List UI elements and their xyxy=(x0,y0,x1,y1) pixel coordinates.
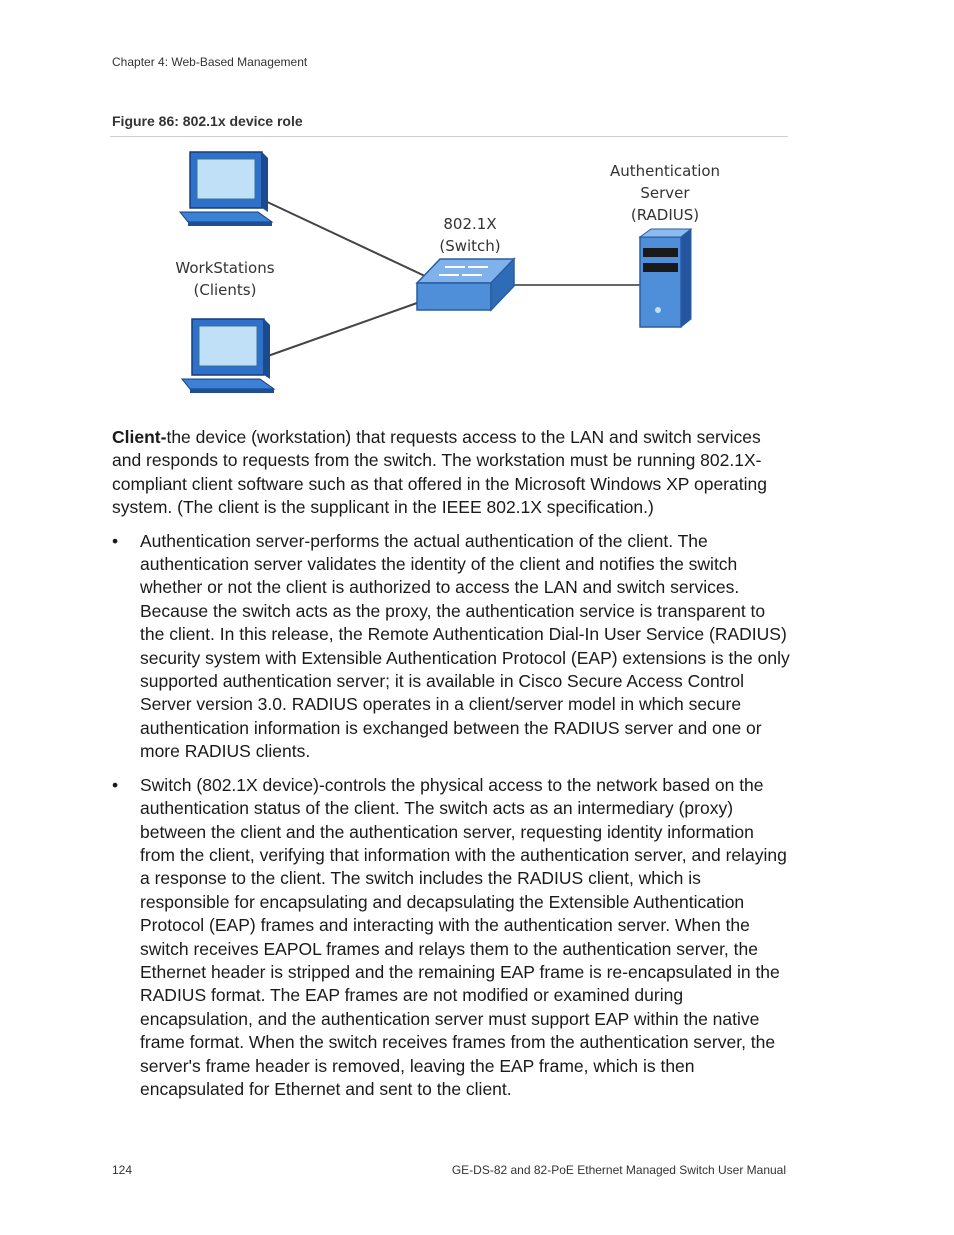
workstation-bottom-icon xyxy=(180,318,276,393)
page-number: 124 xyxy=(112,1163,133,1177)
running-header: Chapter 4: Web-Based Management xyxy=(112,55,308,69)
switch-description: Switch (802.1X device)-controls the phys… xyxy=(140,774,787,1099)
client-paragraph: Client-the device (workstation) that req… xyxy=(112,426,792,520)
switch-icon xyxy=(415,257,516,312)
server-label-line2: Server xyxy=(640,184,690,202)
role-list: • Authentication server-performs the act… xyxy=(112,530,792,1102)
client-term: Client- xyxy=(112,427,167,447)
switch-label-line1: 802.1X xyxy=(443,215,496,233)
client-description: the device (workstation) that requests a… xyxy=(112,427,767,518)
link-top-workstation xyxy=(262,199,428,278)
list-item: • Authentication server-performs the act… xyxy=(112,530,792,764)
workstations-label-line1: WorkStations xyxy=(175,259,274,277)
workstations-label-line2: (Clients) xyxy=(194,281,257,299)
caption-divider xyxy=(110,136,788,137)
server-label-line3: (RADIUS) xyxy=(631,206,699,224)
link-bottom-workstation xyxy=(264,302,418,358)
switch-label-line2: (Switch) xyxy=(439,237,500,255)
authentication-server-description: Authentication server-performs the actua… xyxy=(140,530,790,762)
radius-server-icon xyxy=(638,227,693,329)
bullet-glyph: • xyxy=(112,530,119,551)
device-role-diagram: WorkStations (Clients) 802.1X (Switch) A… xyxy=(175,151,720,393)
body-text: Client-the device (workstation) that req… xyxy=(112,426,792,1111)
figure-caption: Figure 86: 802.1x device role xyxy=(112,113,303,129)
bullet-glyph: • xyxy=(112,774,119,795)
workstation-top-icon xyxy=(178,151,274,226)
list-item: • Switch (802.1X device)-controls the ph… xyxy=(112,774,792,1102)
server-label-line1: Authentication xyxy=(610,162,720,180)
manual-title: GE-DS-82 and 82-PoE Ethernet Managed Swi… xyxy=(451,1163,786,1177)
